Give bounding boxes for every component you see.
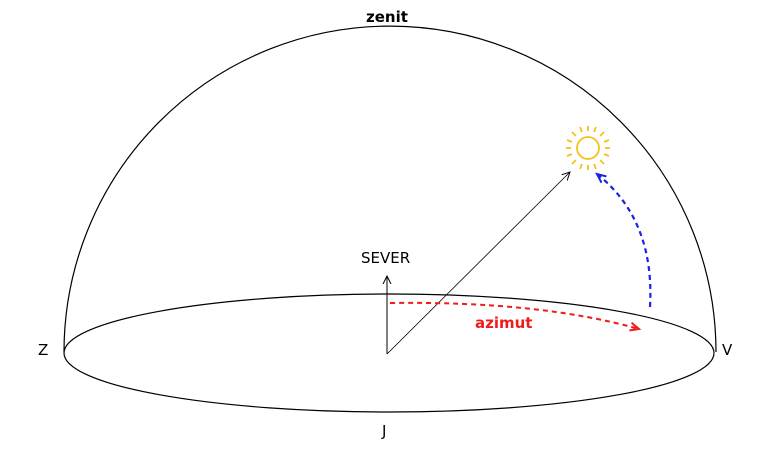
sun-icon xyxy=(566,126,610,170)
south-label: J xyxy=(382,422,387,440)
west-label: Z xyxy=(38,341,49,359)
north-label: SEVER xyxy=(361,249,411,267)
azimuth-arc xyxy=(389,301,639,329)
east-label: V xyxy=(722,341,733,359)
horizon-plane xyxy=(63,293,715,413)
azimuth-label: azimut xyxy=(475,314,533,332)
zenith-label: zenit xyxy=(366,8,408,26)
altitude-arc xyxy=(597,174,652,308)
sky-dome xyxy=(63,25,717,353)
sun-direction-line xyxy=(386,172,570,355)
